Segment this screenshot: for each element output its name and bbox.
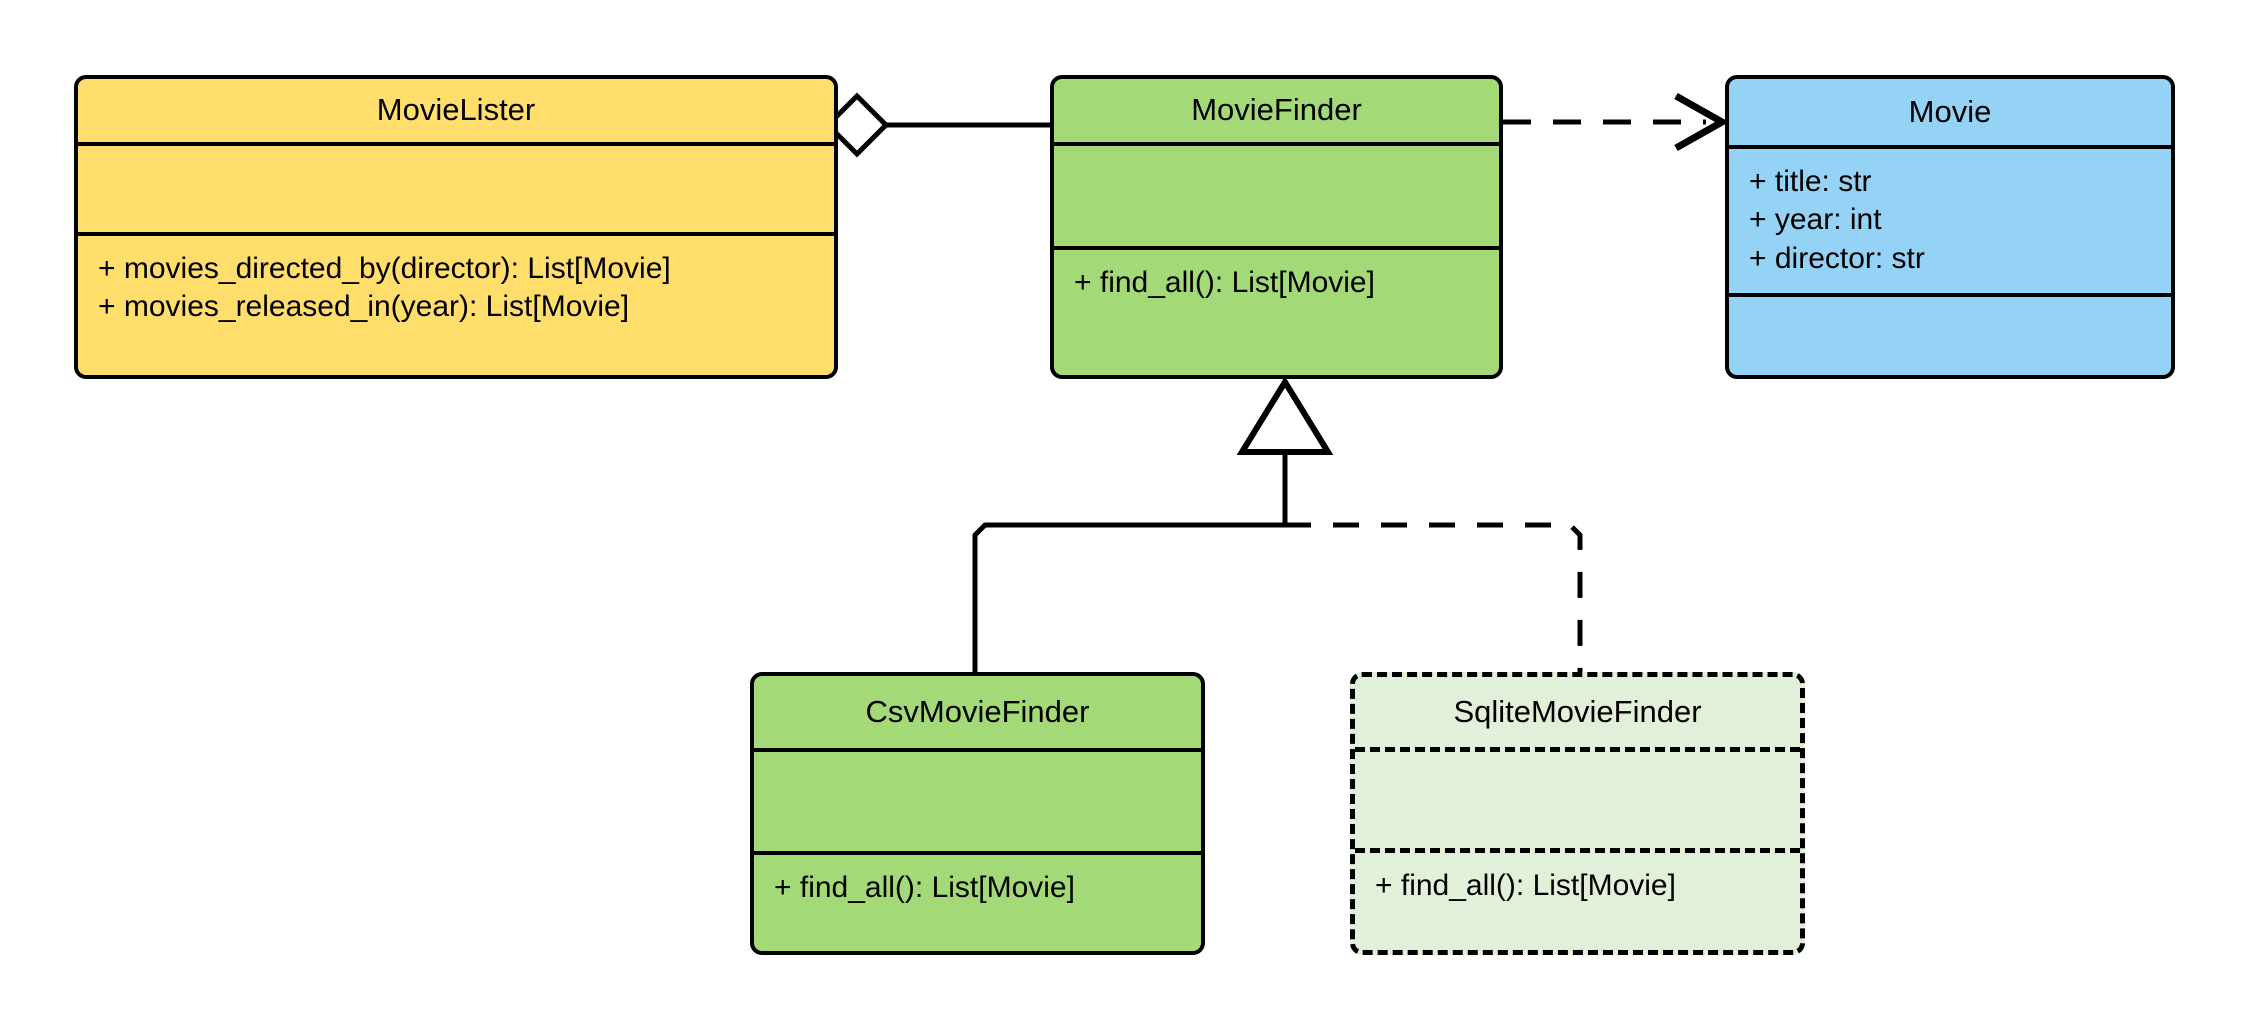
- class-name-compartment: CsvMovieFinder: [754, 676, 1201, 748]
- class-box-movie-finder[interactable]: MovieFinder + find_all(): List[Movie]: [1050, 75, 1503, 379]
- generalization-branch-sqlite: [1285, 522, 1583, 672]
- class-methods-compartment: + movies_directed_by(director): List[Mov…: [78, 232, 834, 375]
- class-methods-compartment: + find_all(): List[Movie]: [754, 851, 1201, 951]
- class-title: SqliteMovieFinder: [1453, 693, 1702, 729]
- class-attributes-compartment: + title: str + year: int + director: str: [1729, 145, 2171, 293]
- class-methods-compartment: [1729, 293, 2171, 375]
- class-box-sqlite-movie-finder[interactable]: SqliteMovieFinder + find_all(): List[Mov…: [1350, 672, 1805, 955]
- generalization-branch-csv: [972, 522, 1285, 672]
- class-name-compartment: MovieFinder: [1054, 79, 1499, 142]
- class-attributes-compartment: [78, 142, 834, 232]
- class-box-movie-lister[interactable]: MovieLister + movies_directed_by(directo…: [74, 75, 838, 379]
- open-arrow-icon: [1674, 92, 1730, 152]
- class-methods-compartment: + find_all(): List[Movie]: [1355, 848, 1800, 950]
- relationship-generalization-to-finder: [972, 376, 1583, 672]
- attribute-item: + title: str: [1749, 165, 1872, 198]
- method-item: + find_all(): List[Movie]: [1074, 266, 1375, 299]
- attribute-item: + year: int: [1749, 203, 1882, 237]
- class-name-compartment: MovieLister: [78, 79, 834, 142]
- class-name-compartment: SqliteMovieFinder: [1355, 677, 1800, 747]
- class-title: MovieFinder: [1191, 92, 1362, 128]
- attribute-item: + director: str: [1749, 241, 1925, 275]
- class-box-csv-movie-finder[interactable]: CsvMovieFinder + find_all(): List[Movie]: [750, 672, 1205, 955]
- class-attributes-compartment: [754, 748, 1201, 851]
- class-title: CsvMovieFinder: [865, 693, 1090, 729]
- class-methods-compartment: + find_all(): List[Movie]: [1054, 246, 1499, 375]
- relationship-aggregation-lister-finder: [824, 92, 1050, 158]
- method-item: + find_all(): List[Movie]: [774, 871, 1075, 904]
- class-title: Movie: [1908, 93, 1992, 129]
- method-item: + find_all(): List[Movie]: [1375, 869, 1676, 902]
- relationship-dependency-finder-movie: [1503, 92, 1730, 152]
- class-box-movie[interactable]: Movie + title: str + year: int + directo…: [1725, 75, 2175, 379]
- method-item: + movies_directed_by(director): List[Mov…: [98, 252, 671, 285]
- class-name-compartment: Movie: [1729, 79, 2171, 145]
- class-attributes-compartment: [1054, 142, 1499, 246]
- hollow-triangle-icon: [1236, 376, 1334, 455]
- class-title: MovieLister: [376, 92, 536, 128]
- method-item: + movies_released_in(year): List[Movie]: [98, 290, 630, 324]
- class-attributes-compartment: [1355, 747, 1800, 848]
